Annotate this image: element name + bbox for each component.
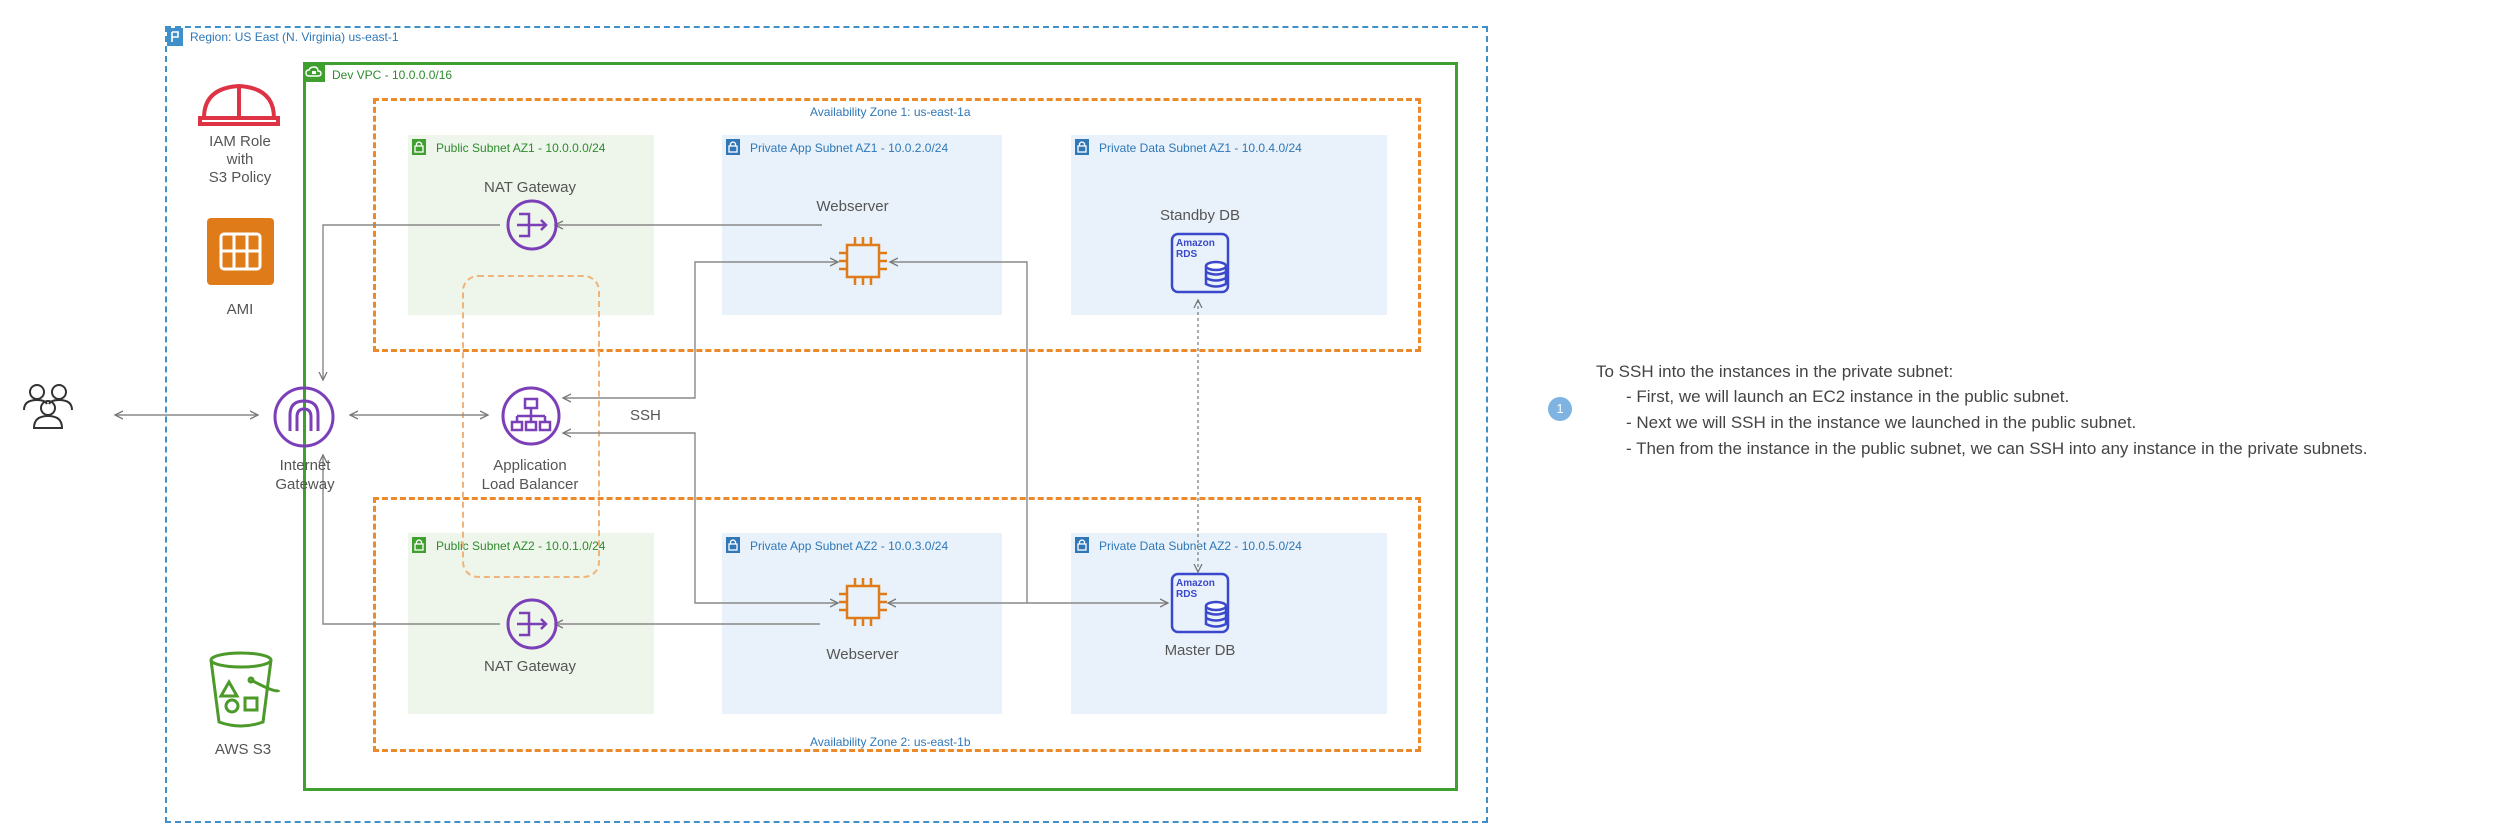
standby-db-label: Standby DB xyxy=(1159,207,1241,224)
rds-master-icon xyxy=(1170,572,1232,641)
s3-label: AWS S3 xyxy=(214,741,272,758)
notes-line: - Next we will SSH in the instance we la… xyxy=(1626,413,2137,432)
ami-label: AMI xyxy=(226,301,254,318)
nat1-igw-link xyxy=(323,224,500,380)
lock-icon xyxy=(412,139,426,155)
load-balancer-label: Application Load Balancer xyxy=(481,457,579,493)
vpc-boundary xyxy=(303,62,1458,791)
notes-title: To SSH into the instances in the private… xyxy=(1596,362,1954,381)
region-boundary xyxy=(165,26,1488,823)
load-balancer-span xyxy=(462,275,600,578)
notes-line: - First, we will launch an EC2 instance … xyxy=(1626,387,2070,406)
az1-label: Availability Zone 1: us-east-1a xyxy=(810,105,971,119)
subnet-label: Private Data Subnet AZ1 - 10.0.4.0/24 xyxy=(1099,141,1302,155)
region-label: Region: US East (N. Virginia) us-east-1 xyxy=(190,30,399,44)
lock-icon xyxy=(1075,139,1089,155)
ssh-label: SSH xyxy=(630,407,661,424)
rds-standby-icon xyxy=(1170,232,1232,301)
webserver-2-label: Webserver xyxy=(826,646,899,663)
nat2-igw-link xyxy=(323,455,500,625)
rds-standby-text: Amazon RDS xyxy=(1176,238,1215,260)
ec2-instance-2-icon xyxy=(835,574,891,635)
webserver-1-label: Webserver xyxy=(816,198,889,215)
internet-gateway-label: Internet Gateway xyxy=(275,457,335,493)
internet-gateway-icon xyxy=(272,385,336,454)
lock-icon xyxy=(726,139,740,155)
rds-master-text: Amazon RDS xyxy=(1176,578,1215,600)
subnet-label: Public Subnet AZ1 - 10.0.0.0/24 xyxy=(436,141,606,155)
nat-gateway-2-label: NAT Gateway xyxy=(484,658,576,675)
ami-icon xyxy=(207,218,274,285)
ec2-instance-1-icon xyxy=(835,233,891,294)
region-flag-icon xyxy=(167,28,183,46)
az2-label: Availability Zone 2: us-east-1b xyxy=(810,735,971,749)
load-balancer-icon xyxy=(500,385,562,452)
iam-role-icon xyxy=(198,78,280,131)
alb-web2-link xyxy=(563,433,838,603)
step-badge: 1 xyxy=(1548,397,1572,421)
nat-gateway-1-icon xyxy=(505,198,559,257)
alb-web1-link xyxy=(563,262,838,398)
iam-role-label: IAM Role with S3 Policy xyxy=(208,133,272,186)
vpc-label: Dev VPC - 10.0.0.0/16 xyxy=(332,68,453,82)
lock-icon xyxy=(1075,537,1089,553)
subnet-label: Private App Subnet AZ1 - 10.0.2.0/24 xyxy=(750,141,949,155)
vpc-cloud-icon xyxy=(303,62,325,82)
notes-line: - Then from the instance in the public s… xyxy=(1626,439,2368,458)
nat-gateway-2-icon xyxy=(505,597,559,656)
web1-db-link xyxy=(890,262,1028,603)
nat-gateway-1-label: NAT Gateway xyxy=(484,179,576,196)
users-icon xyxy=(18,378,78,443)
master-db-label: Master DB xyxy=(1164,642,1236,659)
s3-bucket-icon xyxy=(205,650,283,735)
lock-icon xyxy=(412,537,426,553)
